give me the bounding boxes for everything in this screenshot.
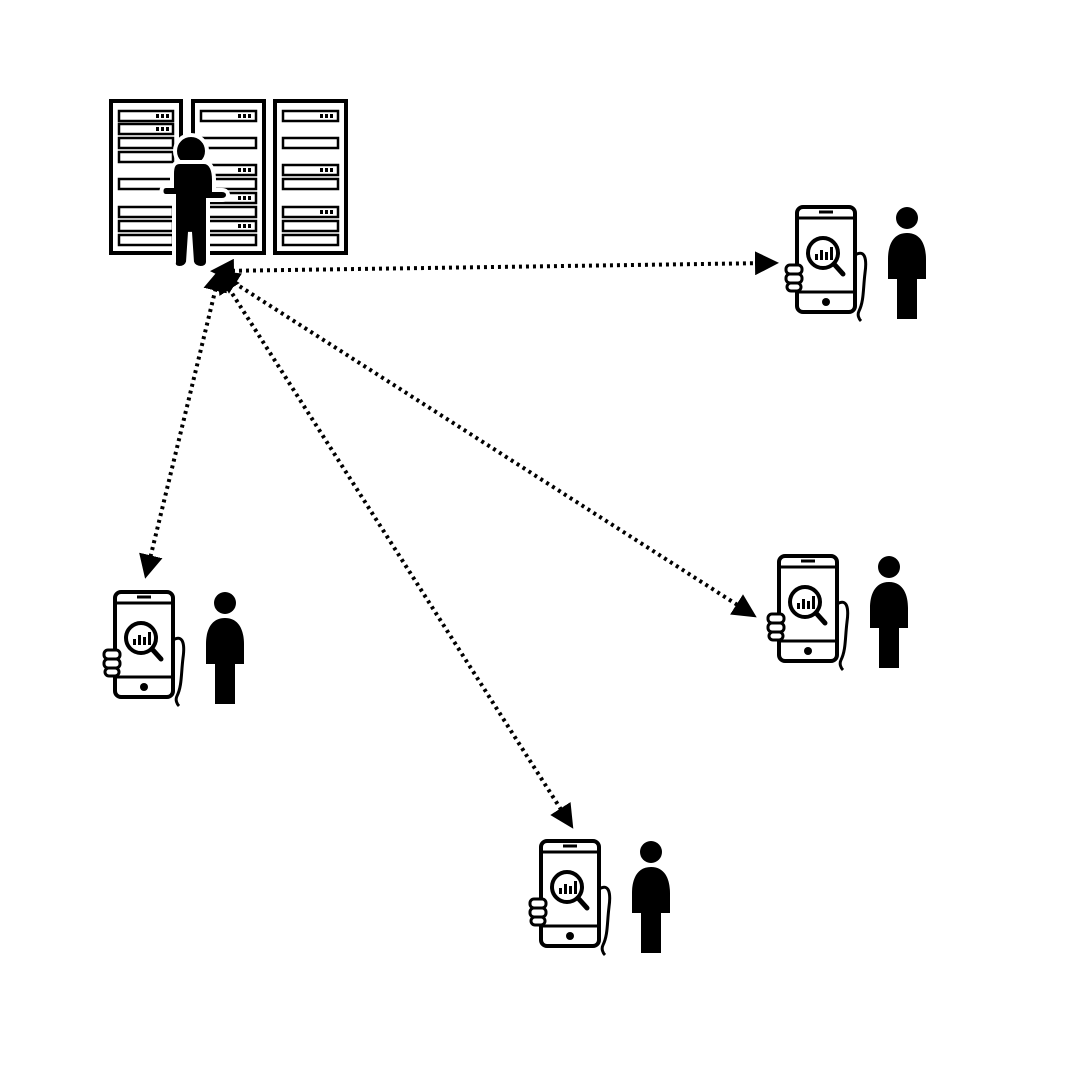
phone-analytics-user-icon <box>768 556 908 670</box>
connection-hub-to-client-right-middle <box>215 270 757 618</box>
server-rack-right-icon <box>273 99 348 255</box>
server-rack-admin-icon <box>109 99 348 270</box>
client-right-top <box>786 207 926 321</box>
connection-hub-to-client-bottom <box>216 269 574 829</box>
connection-hub-to-client-right-top <box>210 251 779 283</box>
server-rack-left-icon <box>109 99 183 255</box>
phone-analytics-user-icon <box>530 841 670 955</box>
rack-led-icons <box>156 114 333 228</box>
client-bottom <box>530 841 670 955</box>
client-right-middle <box>768 556 908 670</box>
admin-person-icon <box>159 133 230 270</box>
client-left <box>104 592 244 706</box>
phone-analytics-user-icon <box>104 592 244 706</box>
connection-hub-to-client-left <box>139 267 227 579</box>
phone-analytics-user-icon <box>786 207 926 321</box>
